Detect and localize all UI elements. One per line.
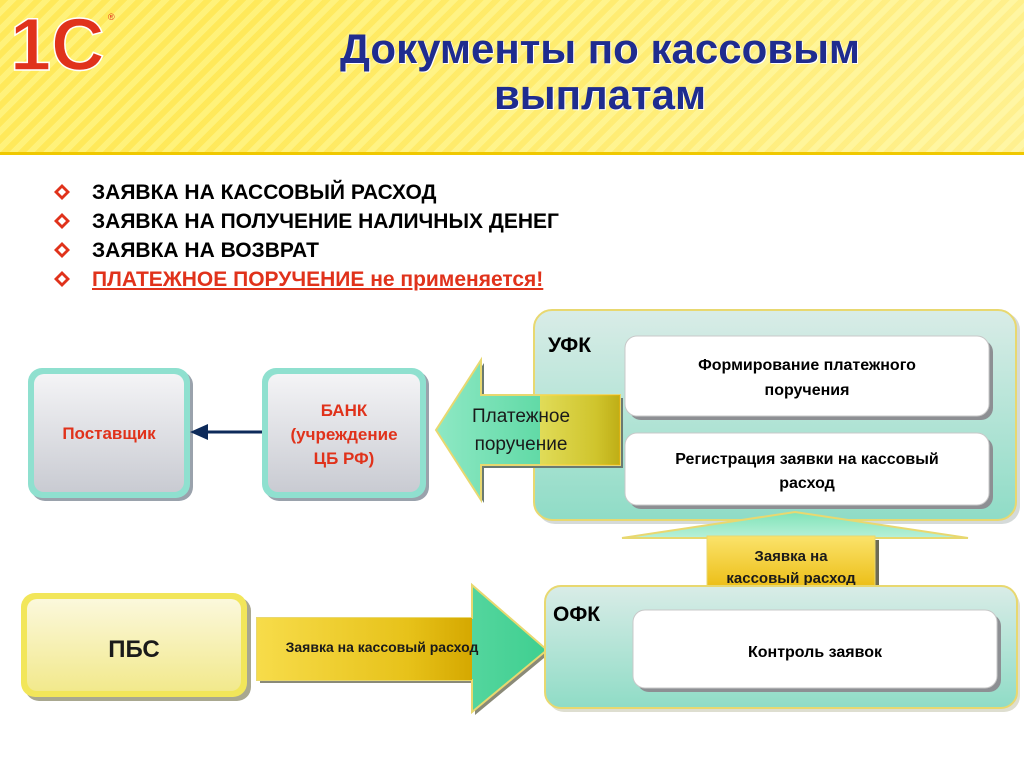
registered-icon: ® <box>108 12 115 22</box>
title-line-2: выплатам <box>493 71 707 118</box>
ufk-box1-line1: Формирование платежного <box>698 357 916 374</box>
ufk-box2-line2: расход <box>779 475 835 492</box>
bank-line1: БАНК <box>321 401 368 420</box>
bank-box <box>268 374 420 492</box>
page-title: Документы по кассовым выплатам <box>230 26 970 118</box>
supplier-label: Поставщик <box>62 424 156 443</box>
diamond-bullet-icon <box>54 242 70 258</box>
ufk-box1-line2: поручения <box>765 382 850 399</box>
title-line-1: Документы по кассовым <box>339 25 861 72</box>
diamond-bullet-icon <box>54 184 70 200</box>
list-item-text: ЗАЯВКА НА ПОЛУЧЕНИЕ НАЛИЧНЫХ ДЕНЕГ <box>92 210 559 233</box>
bank-line2: (учреждение <box>290 425 397 444</box>
ofk-box-control-requests <box>632 609 998 689</box>
pbs-label: ПБС <box>108 636 160 663</box>
supplier-box <box>34 374 184 492</box>
ufk-title: УФК <box>548 334 591 357</box>
payment-arrow-gold-tail <box>540 395 620 465</box>
ofk-box1-label: Контроль заявок <box>748 644 883 661</box>
pbs-box <box>27 599 241 691</box>
diamond-bullet-icon <box>54 271 70 287</box>
header-banner: 1С ® Документы по кассовым выплатам <box>0 0 1024 155</box>
list-item-text: ЗАЯВКА НА КАССОВЫЙ РАСХОД <box>92 181 437 204</box>
list-item: ЗАЯВКА НА КАССОВЫЙ РАСХОД <box>52 178 559 207</box>
ofk-title: ОФК <box>553 603 600 626</box>
connector-arrowhead-icon <box>190 424 208 440</box>
ufk-box-register-request <box>624 432 990 506</box>
up-arrow-line1: Заявка на <box>754 548 828 565</box>
list-item-text: ЗАЯВКА НА ВОЗВРАТ <box>92 239 319 262</box>
bank-line3: ЦБ РФ) <box>314 449 375 468</box>
payment-arrow-line1: Платежное <box>472 406 570 427</box>
document-list: ЗАЯВКА НА КАССОВЫЙ РАСХОД ЗАЯВКА НА ПОЛУ… <box>52 178 559 294</box>
logo-1c: 1С ® <box>9 4 115 84</box>
list-item: ЗАЯВКА НА ПОЛУЧЕНИЕ НАЛИЧНЫХ ДЕНЕГ <box>52 207 559 236</box>
logo-text: 1С <box>10 4 105 84</box>
up-arrow-line2: кассовый расход <box>726 570 856 587</box>
list-item-text: ПЛАТЕЖНОЕ ПОРУЧЕНИЕ не применяется! <box>92 268 544 291</box>
ufk-box-form-payment-order <box>624 335 990 417</box>
pbs-arrow-label: Заявка на кассовый расход <box>286 639 479 655</box>
payment-arrow-line2: поручение <box>475 434 568 455</box>
diamond-bullet-icon <box>54 213 70 229</box>
list-item-alert: ПЛАТЕЖНОЕ ПОРУЧЕНИЕ не применяется! <box>52 265 559 294</box>
ufk-box2-line1: Регистрация заявки на кассовый <box>675 451 938 468</box>
pbs-arrow-gold-band <box>257 618 472 680</box>
list-item: ЗАЯВКА НА ВОЗВРАТ <box>52 236 559 265</box>
